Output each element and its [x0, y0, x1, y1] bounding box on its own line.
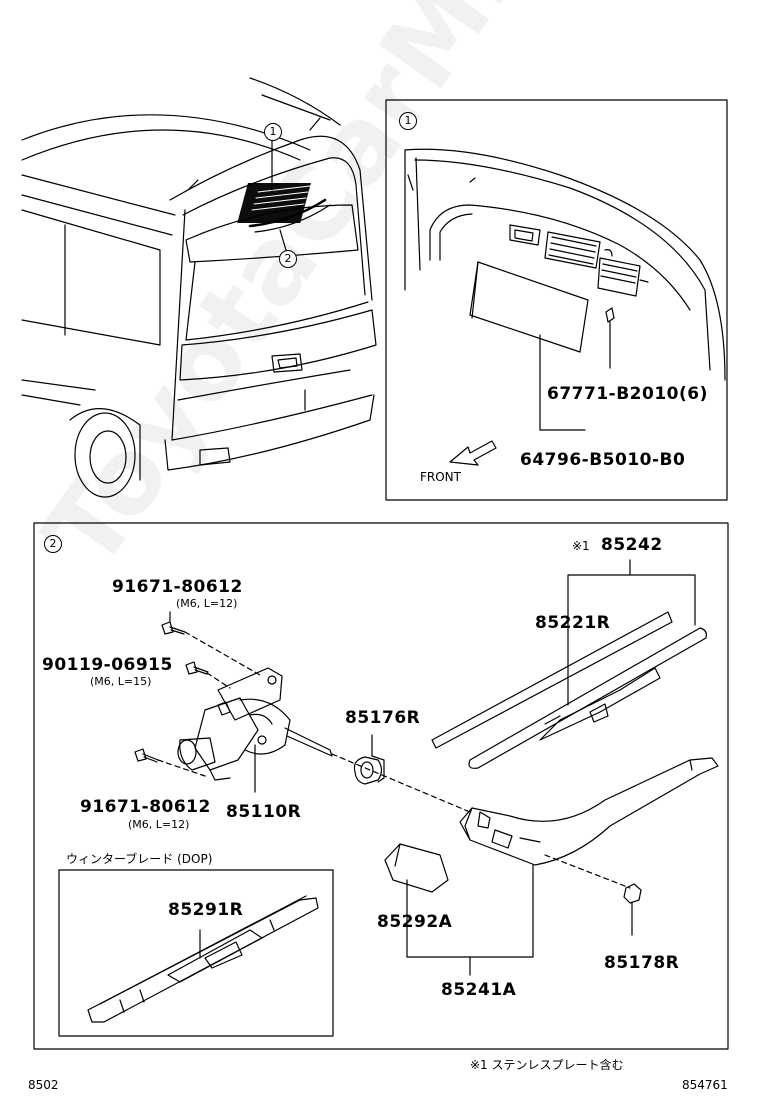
footer-left-code: 8502: [28, 1078, 59, 1092]
dop-title: ウィンターブレード (DOP): [66, 852, 213, 866]
detail-box-2: [33, 522, 729, 1050]
nut-85176R: [353, 755, 385, 785]
part-90119-spec: (M6, L=15): [90, 675, 152, 688]
part-85241A: 85241A: [441, 980, 517, 1000]
bolt-91671-bottom: [134, 748, 159, 763]
part-91671-80612-bottom: 91671-80612: [80, 797, 211, 817]
part-85221R: 85221R: [535, 613, 611, 633]
part-85110R: 85110R: [226, 802, 302, 822]
dop-box: [58, 869, 334, 1037]
part-85292A: 85292A: [377, 912, 453, 932]
part-91671-80612-top: 91671-80612: [112, 577, 243, 597]
winter-blade-85291R: [87, 895, 319, 1023]
front-arrow: [449, 440, 497, 466]
callout-2: 2: [279, 250, 297, 268]
detail-box-1: [385, 99, 728, 501]
callout-1-box: 1: [399, 112, 417, 130]
part-85291R: 85291R: [168, 900, 244, 920]
footer-note: ※1 ステンレスプレート含む: [470, 1058, 624, 1072]
cover-85292A: [384, 843, 449, 958]
nut-85178R: [623, 883, 642, 936]
callout-2-box: 2: [44, 535, 62, 553]
van-rear-illustration: [21, 77, 377, 498]
front-label: FRONT: [420, 470, 461, 484]
bolt-90119: [185, 661, 209, 675]
footer-right-code: 854761: [682, 1078, 728, 1092]
part-85176R: 85176R: [345, 708, 421, 728]
wiper-motor-85110R: [177, 667, 333, 793]
tailgate-inner-detail: [404, 148, 726, 431]
part-85242: 85242: [601, 535, 663, 555]
wiper-blade-85242: [431, 611, 707, 769]
part-91671-bottom-spec: (M6, L=12): [128, 818, 190, 831]
star-note-mark: ※1: [572, 539, 590, 553]
callout-1: 1: [264, 123, 282, 141]
part-91671-top-spec: (M6, L=12): [176, 597, 238, 610]
part-64796-B5010-B0: 64796-B5010-B0: [520, 450, 686, 470]
bolt-91671-top: [161, 621, 186, 635]
part-67771-B2010: 67771-B2010(6): [547, 384, 708, 404]
part-90119-06915: 90119-06915: [42, 655, 173, 675]
wiper-arm-85241A: [459, 757, 719, 866]
part-85178R: 85178R: [604, 953, 680, 973]
